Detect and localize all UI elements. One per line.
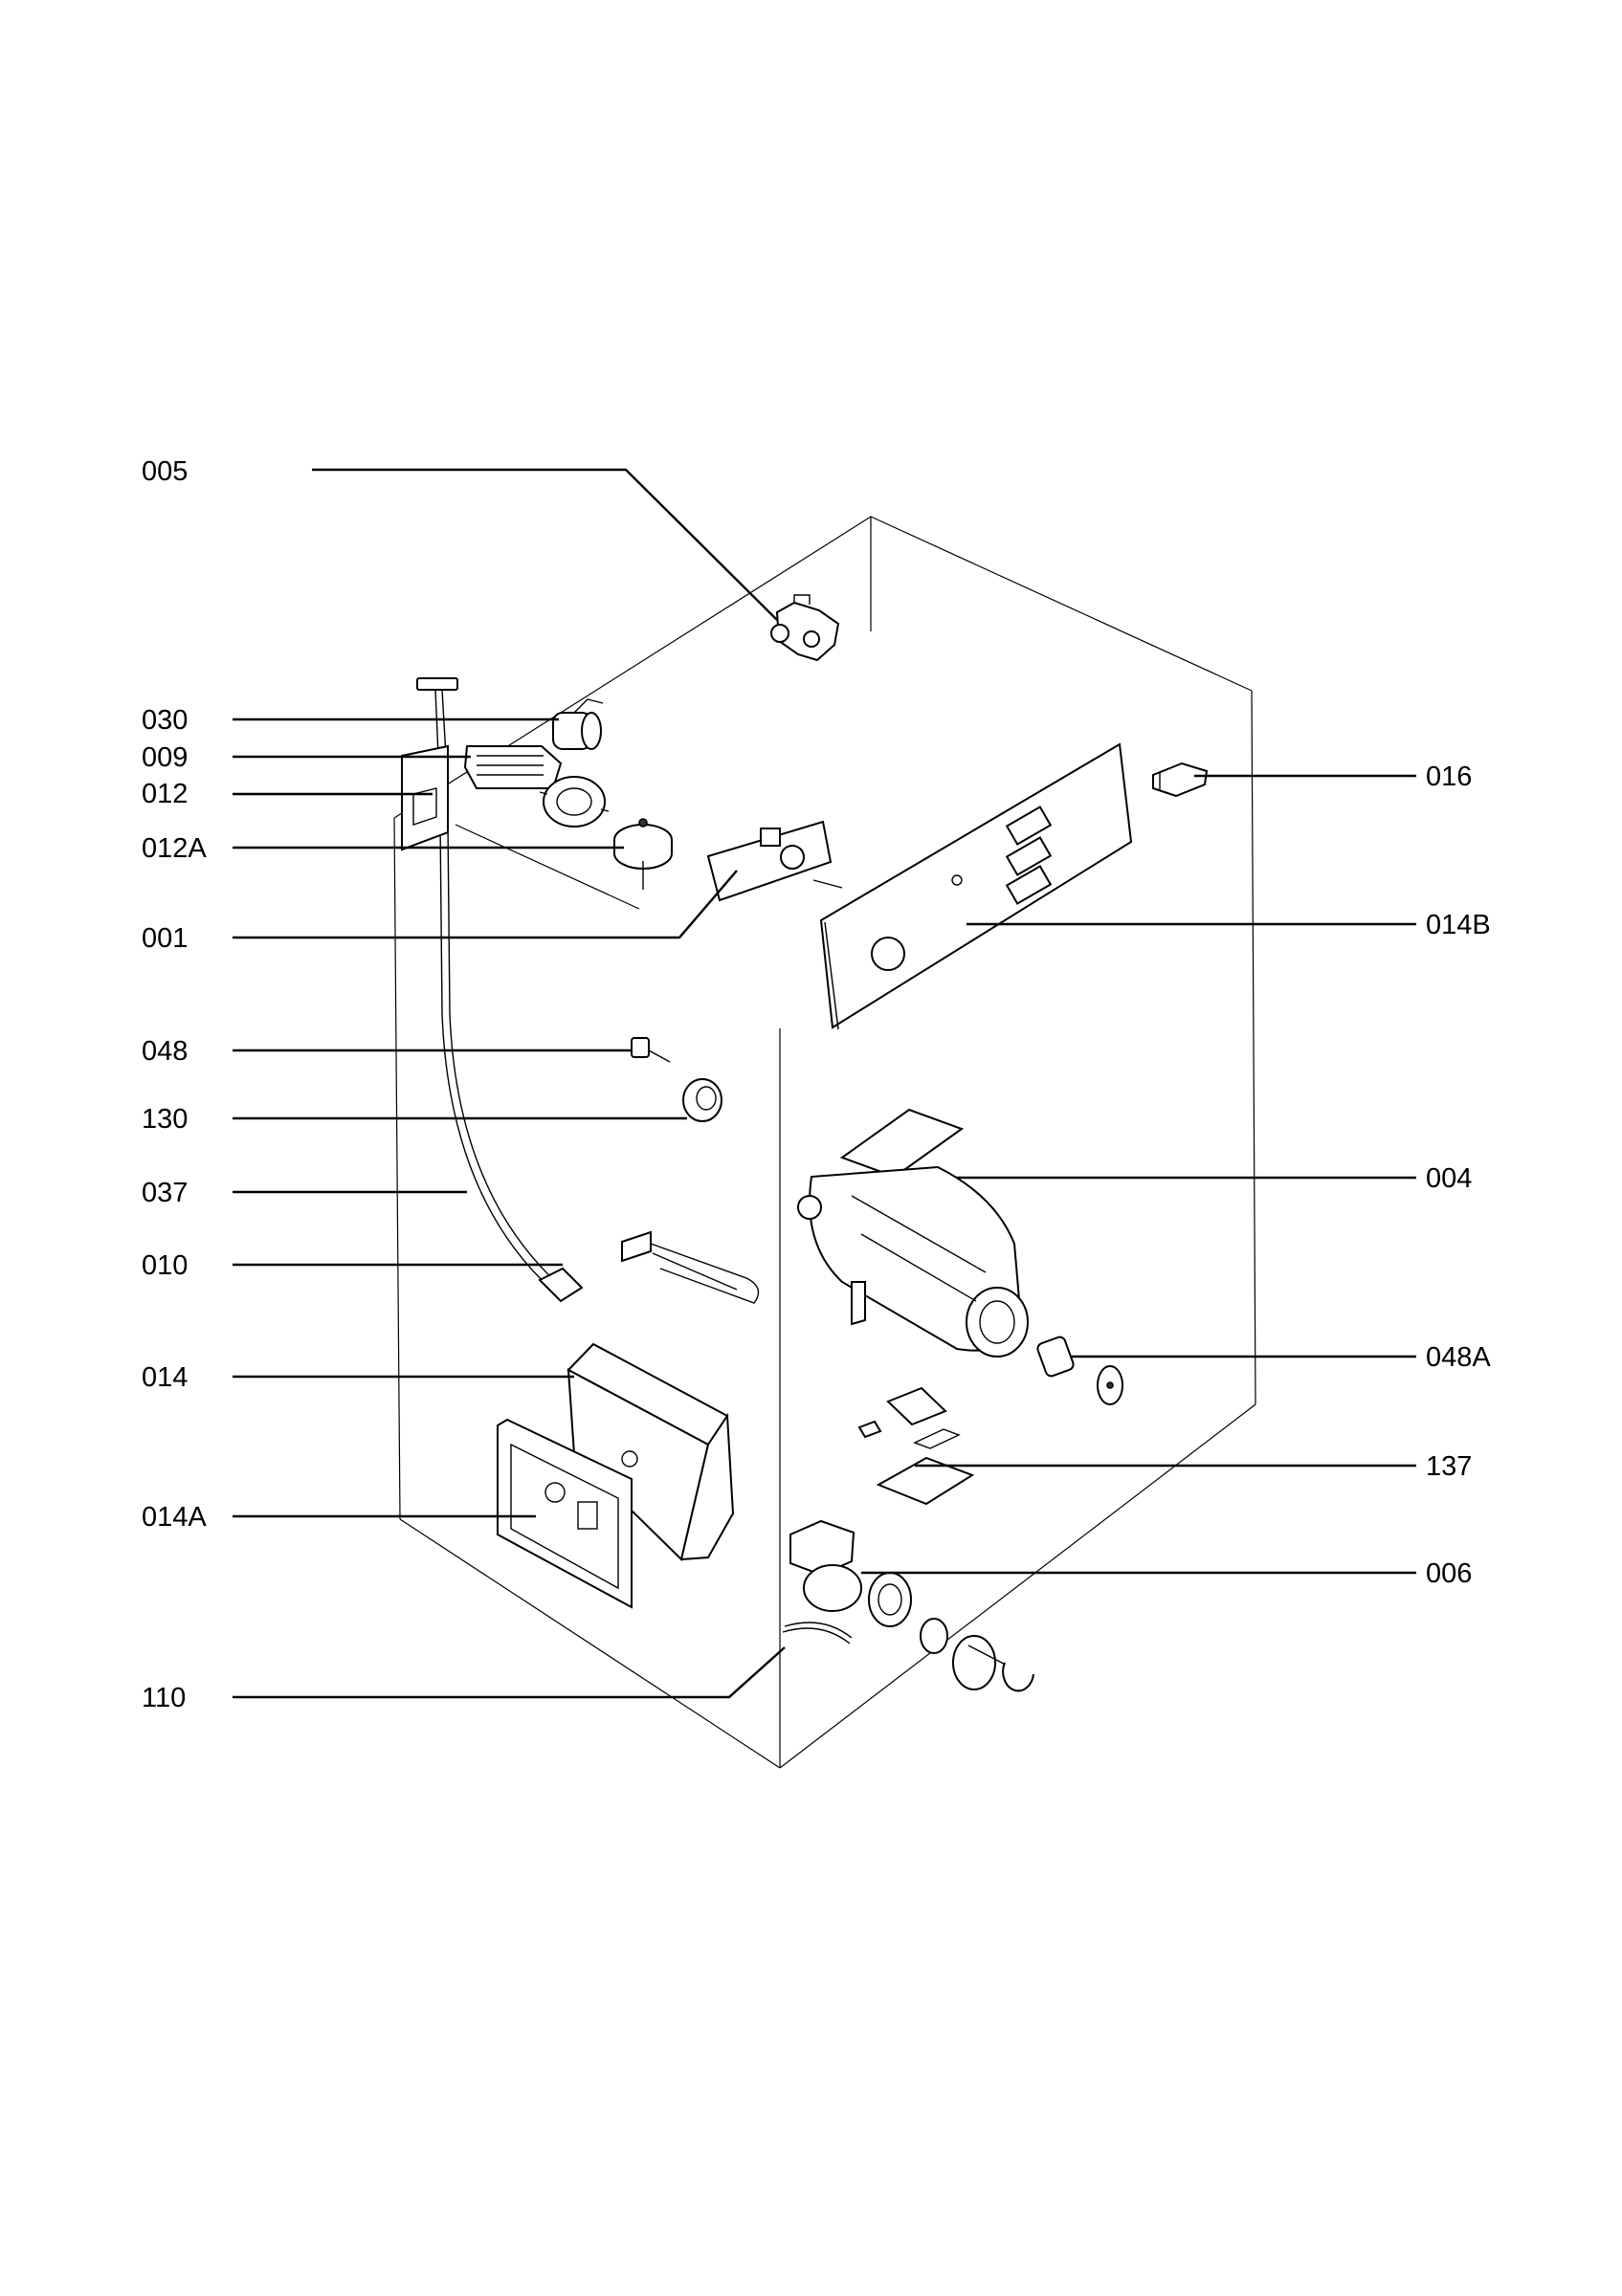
- cabinet-outline: [393, 516, 1256, 1769]
- part-009-filter: [463, 745, 563, 789]
- part-016-switch: [1152, 762, 1209, 798]
- label-030: 030: [142, 705, 188, 736]
- label-048: 048: [142, 1036, 188, 1067]
- label-014B: 014B: [1426, 910, 1491, 940]
- part-004-motor: [797, 1108, 1029, 1358]
- label-048A: 048A: [1426, 1342, 1491, 1373]
- label-001: 001: [142, 923, 188, 954]
- part-048-connector: [631, 1037, 671, 1063]
- label-012: 012: [142, 779, 188, 809]
- label-014: 014: [142, 1362, 188, 1393]
- label-006: 006: [1426, 1558, 1472, 1589]
- part-012A-pressure-switch: [613, 818, 673, 890]
- part-037-cable: [401, 677, 567, 1300]
- part-110-hose: [782, 1622, 853, 1645]
- label-010: 010: [142, 1250, 188, 1281]
- part-001-control-board: [706, 820, 843, 902]
- label-012A: 012A: [142, 833, 207, 864]
- leader-lines: [233, 468, 1416, 1699]
- part-005-valve: [770, 594, 840, 662]
- label-014A: 014A: [142, 1502, 207, 1533]
- label-130: 130: [142, 1104, 188, 1135]
- part-012-wheel: [539, 776, 610, 828]
- part-010-heater: [538, 1230, 760, 1304]
- label-037: 037: [142, 1178, 188, 1208]
- label-005: 005: [142, 456, 188, 487]
- label-016: 016: [1426, 762, 1472, 792]
- part-014B-control-panel: [819, 742, 1133, 1030]
- part-048A-brush: [1036, 1336, 1123, 1405]
- label-004: 004: [1426, 1163, 1472, 1194]
- part-006-pump: [789, 1519, 1034, 1692]
- part-014-module: [567, 1342, 735, 1561]
- part-130-cap: [682, 1078, 722, 1122]
- part-030-component: [552, 698, 604, 750]
- label-110: 110: [142, 1683, 186, 1713]
- part-137-bracket: [857, 1386, 975, 1506]
- label-137: 137: [1426, 1451, 1472, 1482]
- label-009: 009: [142, 742, 188, 773]
